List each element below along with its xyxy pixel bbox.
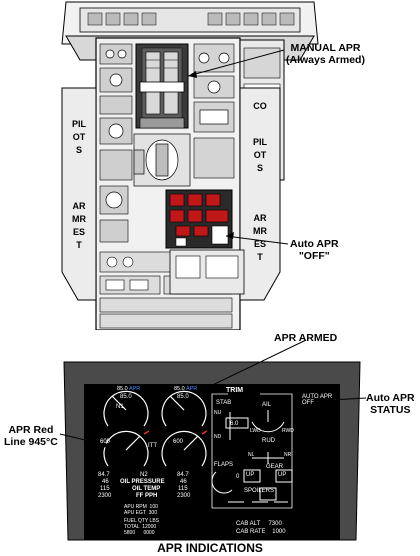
itt-right-scale: 600 bbox=[173, 439, 184, 445]
auto-apr-status-subtitle: STATUS bbox=[370, 404, 411, 416]
oil-temp-left: 115 bbox=[100, 486, 110, 492]
gear-up-right: UP bbox=[278, 472, 287, 478]
itt-left-scale: 600 bbox=[100, 439, 111, 445]
pilots-word: PILOTS bbox=[72, 119, 87, 155]
armrest-word: ARMREST bbox=[72, 201, 86, 250]
n2-right-value: 84.7 bbox=[177, 472, 189, 478]
co-word: CO bbox=[253, 101, 267, 111]
auto-apr-off-callout: Auto APR "OFF" bbox=[290, 238, 339, 262]
oil-pressure-right: 46 bbox=[180, 479, 187, 485]
pedestal-diagram bbox=[61, 1, 319, 330]
auto-apr-status-title: Auto APR bbox=[366, 392, 415, 404]
fuel-total: TOTAL 12000 bbox=[124, 524, 157, 530]
display-callout-lines bbox=[59, 339, 367, 447]
oil-temp-right: 115 bbox=[178, 486, 188, 492]
stab-nu: NU bbox=[214, 410, 222, 416]
pilots-word-co: PILOTS bbox=[253, 137, 268, 173]
apr-indications-caption: APR INDICATIONS bbox=[157, 541, 263, 555]
itt-gauge-right bbox=[161, 430, 207, 467]
apr-red-line-callout: APR Red Line 945°C bbox=[4, 424, 58, 448]
auto-apr-off-text: "OFF" bbox=[298, 250, 330, 262]
stab-value: 6.0 bbox=[230, 421, 239, 427]
apu-rpm: APU RPM 100 bbox=[124, 504, 158, 510]
ail-label: AIL bbox=[262, 402, 272, 408]
apr-display-diagram bbox=[59, 339, 367, 541]
stab-trim-scale bbox=[225, 412, 249, 440]
co-pilots-armrest-label-2: PILOTS bbox=[253, 136, 267, 175]
n1-gauge-left bbox=[103, 390, 149, 427]
trim-frame bbox=[211, 393, 293, 509]
flaps-indicator bbox=[211, 471, 233, 494]
cab-rate: CAB RATE 1000 bbox=[236, 529, 286, 535]
oil-temp-label: OIL TEMP bbox=[132, 486, 161, 492]
pilots-armrest-shape bbox=[61, 87, 97, 301]
cab-alt: CAB ALT 7300 bbox=[236, 521, 282, 527]
pilots-armrest-label-2: ARMREST bbox=[72, 200, 86, 252]
stab-label: STAB bbox=[216, 400, 232, 406]
oil-pressure-label: OIL PRESSURE bbox=[120, 479, 165, 485]
n1-right-readout: 85.0 bbox=[174, 386, 185, 392]
co-pilots-armrest-shape bbox=[239, 87, 281, 301]
co-pilots-armrest-label-3: ARMREST bbox=[253, 212, 267, 264]
ff-right: 2300 bbox=[177, 493, 191, 499]
n1-right-value: 85.0 APR bbox=[174, 386, 197, 392]
auto-apr-status-message: AUTO APR OFF bbox=[302, 394, 333, 406]
rudder-scale bbox=[252, 452, 284, 464]
n1-right-main: 85.0 bbox=[177, 394, 189, 400]
flaps-value: 0 bbox=[236, 474, 240, 480]
rud-nl: NL bbox=[248, 452, 255, 458]
n1-gauge-right bbox=[161, 390, 207, 427]
ff-left: 2300 bbox=[98, 493, 112, 499]
gear-label: GEAR bbox=[266, 464, 284, 470]
ff-label: FF PPH bbox=[136, 493, 158, 499]
itt-label: ITT bbox=[148, 443, 157, 449]
ail-rwd: RWD bbox=[282, 428, 294, 434]
spoilers-label: SPOILERS bbox=[244, 488, 275, 494]
auto-apr-panel bbox=[165, 189, 233, 249]
aileron-arc bbox=[251, 410, 285, 433]
n1-label: N1 bbox=[116, 404, 124, 410]
n1-left-main: 85.0 bbox=[120, 394, 132, 400]
fuel-tanks: 5800 0000 bbox=[124, 530, 155, 536]
n1-left-value: 85.0 APR bbox=[117, 386, 140, 392]
display-text-layer: TRIM AUTO APR OFF 85.0 APR 85.0 85.0 APR… bbox=[84, 384, 340, 540]
n1-left-readout: 85.0 bbox=[117, 386, 128, 392]
n2-label: N2 bbox=[140, 472, 148, 478]
manual-apr-subtitle: (Always Armed) bbox=[286, 54, 365, 66]
apr-armed-callout: APR ARMED bbox=[274, 332, 338, 344]
apr-right-annunciation: APR bbox=[185, 386, 198, 392]
itt-gauge-left bbox=[103, 430, 149, 467]
callout-arrows bbox=[187, 49, 289, 245]
ail-lwd: LWD bbox=[250, 428, 261, 434]
manual-apr-title: MANUAL APR bbox=[290, 42, 361, 54]
manual-apr-callout: MANUAL APR (Always Armed) bbox=[286, 42, 365, 66]
flaps-label: FLAPS bbox=[214, 462, 234, 468]
rud-nr: NR bbox=[284, 452, 292, 458]
rud-label: RUD bbox=[262, 438, 275, 444]
pilots-armrest-label: PILOTS bbox=[72, 118, 86, 157]
apr-red-title: APR Red bbox=[8, 424, 54, 436]
fuel-qty: FUEL QTY LBS bbox=[124, 518, 160, 524]
co-pilots-armrest-label: CO bbox=[253, 100, 267, 113]
n2-left-value: 84.7 bbox=[98, 472, 110, 478]
center-pedestal bbox=[95, 37, 241, 330]
lower-pedestal bbox=[169, 249, 245, 295]
auto-apr-status-callout: Auto APR STATUS bbox=[366, 392, 415, 416]
gear-boxes bbox=[243, 469, 293, 501]
apr-red-line-value: Line 945°C bbox=[4, 436, 58, 448]
gear-up-left: UP bbox=[246, 472, 255, 478]
oil-pressure-left: 46 bbox=[102, 479, 109, 485]
armrest-word-co: ARMREST bbox=[253, 213, 267, 262]
power-levers bbox=[135, 43, 189, 129]
apu-egt: APU EGT 300 bbox=[124, 510, 157, 516]
apr-left-annunciation: APR bbox=[128, 386, 141, 392]
auto-apr-title: Auto APR bbox=[290, 238, 339, 250]
trim-title: TRIM bbox=[226, 387, 244, 394]
stab-nd: ND bbox=[214, 434, 222, 440]
